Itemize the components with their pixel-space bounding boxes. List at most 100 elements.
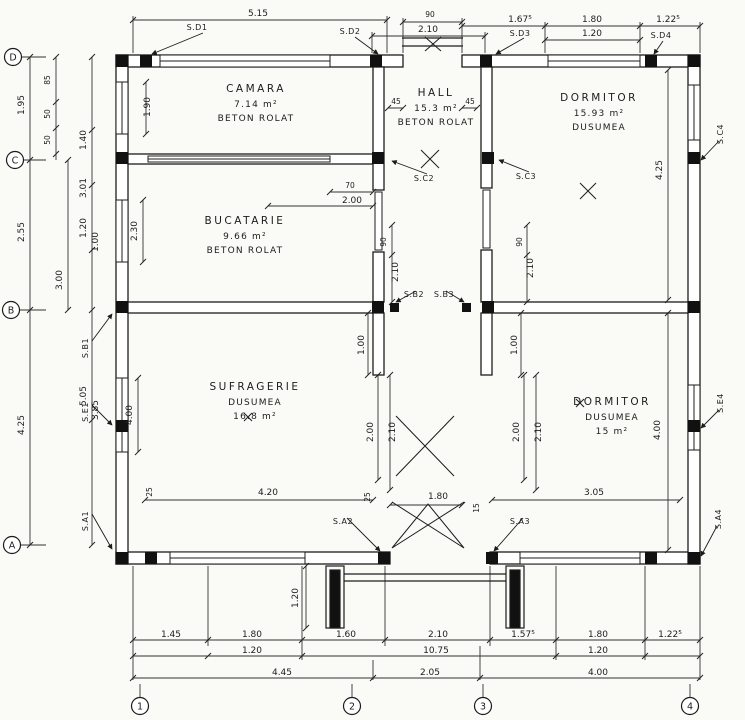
leader-arrow <box>495 37 525 55</box>
room-label-camara: BETON ROLAT <box>218 114 295 124</box>
dimension-line <box>137 70 669 628</box>
dimension-label: 4.20 <box>258 488 278 498</box>
dimension-tick <box>129 636 137 644</box>
leader-arrows <box>91 32 720 557</box>
dimension-tick <box>641 636 649 644</box>
axis-label-C: C <box>12 156 19 167</box>
column <box>116 55 128 67</box>
room-label-sufragerie: DUSUMEA <box>228 398 282 408</box>
dimension-tick <box>636 36 644 44</box>
dimension-tick <box>696 674 704 682</box>
dimension-tick <box>326 188 334 196</box>
column-marker-se4: S.E4 <box>716 393 725 413</box>
leader-arrow <box>354 36 379 55</box>
door-swing-mark <box>391 501 465 549</box>
dimension-label: 1.20 <box>588 646 608 656</box>
room-label-sufragerie: 16.8 m² <box>233 412 277 422</box>
axis-label-2: 2 <box>349 702 355 713</box>
dimension-label: 2.10 <box>391 262 401 282</box>
axis-circle <box>3 47 23 67</box>
dimension-label: 1.00 <box>510 335 520 355</box>
axis-circle <box>342 696 362 716</box>
dimension-tick <box>517 309 525 317</box>
dimension-line <box>132 566 701 680</box>
column <box>482 152 494 164</box>
leader-arrow <box>700 409 720 429</box>
door-swing-mark <box>420 149 440 169</box>
dimension-tick <box>302 562 310 570</box>
wall-segment <box>480 312 493 376</box>
dimension-tick <box>26 306 34 314</box>
column-marker-sb1: S.B1 <box>81 338 90 358</box>
axis-label-3: 3 <box>480 702 486 713</box>
dimension-tick <box>458 104 466 112</box>
column <box>145 552 157 564</box>
column <box>462 303 471 312</box>
room-label-dormitor-2: 15 m² <box>596 427 629 437</box>
dimension-line <box>139 684 691 698</box>
column <box>688 420 700 432</box>
axis-label-D: D <box>9 53 16 64</box>
dimension-tick <box>636 22 644 30</box>
dimension-label: 90 <box>425 10 435 19</box>
dimension-lines <box>18 16 701 698</box>
dimension-tick <box>520 371 528 379</box>
dimension-label: 1.80 <box>428 492 448 502</box>
column <box>645 552 657 564</box>
dimension-line <box>133 19 700 41</box>
door-swing-mark <box>243 412 253 422</box>
wall-segment <box>372 251 385 303</box>
dimension-tick <box>676 496 684 504</box>
dimension-label: 1.60 <box>336 630 356 640</box>
leader-arrow <box>91 404 113 426</box>
dimension-tick <box>88 541 96 549</box>
dimension-label: 1.22⁵ <box>658 630 682 640</box>
room-label-bucatarie: 9.66 m² <box>223 232 267 242</box>
dimension-label: 1.20 <box>79 218 89 238</box>
dimension-label: 90 <box>515 237 524 247</box>
dimension-tick <box>142 78 150 86</box>
dimension-tick <box>204 636 212 644</box>
leader-arrow <box>700 140 720 161</box>
dimension-tick <box>134 374 142 382</box>
column-marker-sc3: S.C3 <box>516 172 536 181</box>
dimension-tick <box>696 22 704 30</box>
column-marker-sa2: S.A2 <box>333 517 353 526</box>
dimension-label: 3.01 <box>79 178 89 198</box>
dimension-label: 2.10 <box>526 258 536 278</box>
dimension-line <box>18 56 46 546</box>
dimension-label: 1.40 <box>79 130 89 150</box>
leader-arrow <box>653 40 664 55</box>
column-marker-sb3: S.B3 <box>434 290 454 299</box>
dimension-label: 2.00 <box>342 196 362 206</box>
dimension-label: 25 <box>363 492 372 502</box>
dimension-tick <box>458 501 466 509</box>
leader-arrow <box>445 290 465 303</box>
entrance-step <box>402 37 463 47</box>
column <box>378 552 390 564</box>
column <box>116 301 128 313</box>
dimension-label: 25 <box>145 487 154 497</box>
dimension-tick <box>26 541 34 549</box>
axis-circle <box>130 696 150 716</box>
dimension-label: 1.57⁵ <box>511 630 535 640</box>
dimension-tick <box>129 652 137 660</box>
dimension-tick <box>364 371 372 379</box>
dimension-tick <box>374 371 382 379</box>
room-label-camara: CAMARA <box>226 83 286 95</box>
column-marker-se1: S.E1 <box>81 402 90 422</box>
dimension-tick <box>458 18 466 26</box>
room-label-dormitor-2: DUSUMEA <box>585 413 639 423</box>
dimension-tick <box>664 296 672 304</box>
dimension-line <box>145 107 680 506</box>
leader-arrow <box>91 313 113 342</box>
dimension-label: 1.00 <box>91 232 101 252</box>
dimension-tick <box>369 496 377 504</box>
dimension-tick <box>473 104 481 112</box>
dimension-label: 2.10 <box>428 630 448 640</box>
wall-segment <box>372 312 385 376</box>
dimension-tick <box>386 501 394 509</box>
entrance-porch <box>325 37 525 629</box>
dimension-tick <box>384 104 392 112</box>
column-marker-sd3: S.D3 <box>510 29 531 38</box>
